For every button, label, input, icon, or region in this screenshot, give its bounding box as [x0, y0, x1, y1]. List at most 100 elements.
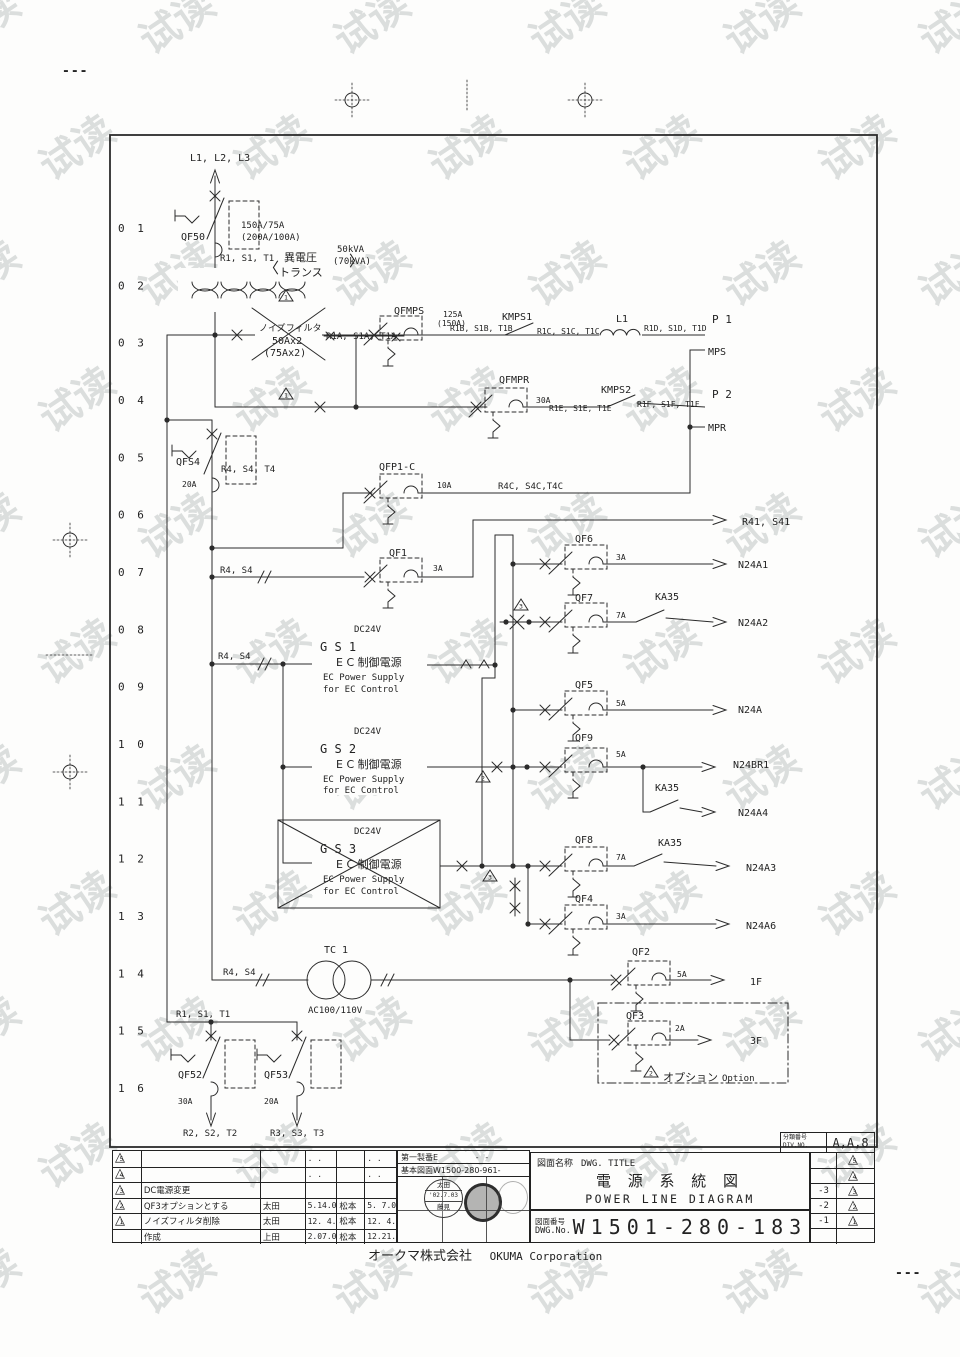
row-label-16: 1 6 — [118, 1082, 147, 1095]
main-breaker-symbol — [171, 432, 257, 493]
base-drawing-number: 基本図面W1500-280-961- — [401, 1165, 501, 1175]
revision-triangle-1: △1 — [848, 1212, 858, 1228]
revision-mark-strip: △5△4-3△3-2△2-1△1 — [810, 1152, 875, 1244]
label-gs1-ja: E C 制御電源 — [336, 655, 402, 669]
label-n24a1: N24A1 — [738, 560, 768, 571]
revision-cross-outs — [251, 307, 441, 909]
label-trans-br2: 〉 — [349, 252, 364, 270]
side-revision-row: -2 △2 — [811, 1197, 874, 1214]
top-left-mark: --- — [62, 64, 89, 79]
dwg-no-label-ja: 図面番号 — [535, 1217, 565, 1226]
label-r4c: R4C, S4C,T4C — [498, 482, 563, 492]
div-no-label-en: DIV.NO. — [783, 1142, 809, 1149]
label-gs1-v: DC24V — [354, 625, 382, 635]
label-ka35-3: KA35 — [658, 838, 682, 849]
label-qf52: QF52 — [178, 1070, 202, 1081]
drawing-title-ja: 電 源 系 統 図 — [595, 1172, 745, 1190]
label-qf9: QF9 — [575, 733, 593, 744]
label-gs3-en2: for EC Control — [323, 887, 399, 897]
side-revision-row: -1△1 — [811, 1212, 874, 1229]
label-qf5: QF5 — [575, 680, 593, 691]
revision-checked: 松本 — [336, 1214, 364, 1229]
revision-checked — [336, 1183, 364, 1198]
label-qf1-amp: 3A — [433, 564, 443, 573]
label-opt-ja: オプション — [663, 1071, 718, 1084]
label-n24a: N24A — [738, 705, 762, 716]
label-gs2-en1: EC Power Supply — [323, 775, 405, 785]
label-tc1: TC 1 — [324, 945, 348, 956]
main-breaker-symbol — [256, 1036, 342, 1097]
label-gs1-en1: EC Power Supply — [323, 673, 405, 683]
svg-text:2: 2 — [481, 775, 485, 783]
breaker-symbol — [468, 387, 528, 439]
label-out-3f: 3F — [750, 1036, 762, 1047]
approval-stamp-faint — [498, 1181, 528, 1214]
svg-text:2: 2 — [649, 1070, 653, 1078]
revision-by: 太田 — [259, 1198, 305, 1213]
label-qfmps: QFMPS — [394, 306, 424, 317]
label-gs2: G S 2 — [320, 742, 356, 756]
label-r4s4t4: R4, S4, T4 — [221, 465, 275, 475]
label-gs3: G S 3 — [320, 842, 356, 856]
label-r1a: R1A, S1A, T1A — [326, 332, 397, 342]
label-gs3-en1: EC Power Supply — [323, 875, 405, 885]
revision-date2: 5. 7.02 — [364, 1198, 396, 1213]
main-breaker-symbol — [170, 1036, 256, 1097]
revision-row: △4. .. . — [113, 1166, 396, 1182]
drawing-title-en: POWER LINE DIAGRAM — [585, 1192, 755, 1206]
label-mpr: MPR — [708, 423, 727, 434]
breaker-symbol — [548, 747, 608, 799]
label-qf2-amp: 5A — [677, 970, 687, 979]
revision-date — [304, 1183, 337, 1198]
row-label-04: 0 4 — [118, 394, 147, 407]
row-label-13: 1 3 — [118, 910, 147, 923]
label-qfmps-amp: 125A — [443, 310, 462, 319]
label-r4s4-a: R4, S4 — [220, 566, 253, 576]
side-revision-number: -2 — [811, 1199, 837, 1214]
label-qfs4: QFS4 — [176, 457, 200, 468]
company-name-ja: オークマ株式会社 — [368, 1249, 473, 1264]
dwg-no-label-en: DWG.No. — [535, 1226, 571, 1236]
row-label-08: 0 8 — [118, 623, 147, 636]
breaker-symbol — [548, 602, 608, 654]
revision-date: 2.07.00 — [304, 1229, 336, 1244]
label-qf9-amp: 5A — [616, 750, 626, 759]
row-label-12: 1 2 — [118, 853, 147, 866]
label-qf53: QF53 — [264, 1070, 288, 1081]
label-qfmpr-amp: 30A — [536, 396, 551, 405]
revision-mark-cell: △5 — [113, 1151, 141, 1167]
stamp-date: '02.7.03 — [425, 1190, 462, 1201]
revision-date2: 12.21.99 — [364, 1229, 396, 1244]
revision-date2: . . — [364, 1151, 396, 1167]
revision-triangle-2: △2 — [848, 1197, 858, 1213]
row-label-02: 0 2 — [118, 279, 147, 292]
revision-triangle-5: △5 — [115, 1151, 125, 1166]
label-qf8: QF8 — [575, 835, 593, 846]
revision-by: 上田 — [259, 1229, 305, 1244]
label-qf3-amp: 2A — [675, 1024, 685, 1033]
side-revision-row — [811, 1228, 874, 1244]
label-r1d: R1D, S1D, T1D — [644, 324, 707, 333]
dwg-title-label-en: DWG. TITLE — [581, 1159, 636, 1169]
breaker-symbol — [611, 960, 671, 1012]
label-r1f: R1F, S1F, T1F — [637, 400, 700, 409]
revision-checked: 松本 — [336, 1198, 364, 1213]
revision-date: 5.14.02 — [304, 1198, 336, 1213]
drawing-number: W1501-280-183 — [572, 1214, 808, 1239]
svg-text:1: 1 — [284, 294, 288, 302]
row-label-10: 1 0 — [118, 738, 147, 751]
revision-date2 — [364, 1183, 396, 1198]
label-qf3: QF3 — [626, 1011, 644, 1022]
revision-date: 12. 4.01 — [304, 1214, 336, 1229]
revision-mark-cell: △1 — [113, 1214, 141, 1229]
label-r1b: R1B, S1B, T1B — [450, 324, 513, 333]
row-label-11: 1 1 — [118, 795, 147, 808]
label-qf2: QF2 — [632, 947, 650, 958]
label-ka35-2: KA35 — [655, 783, 679, 794]
label-n24a4: N24A4 — [738, 808, 768, 819]
side-revision-number: -3 — [811, 1184, 837, 1199]
label-qf52-amp: 30A — [178, 1097, 193, 1106]
